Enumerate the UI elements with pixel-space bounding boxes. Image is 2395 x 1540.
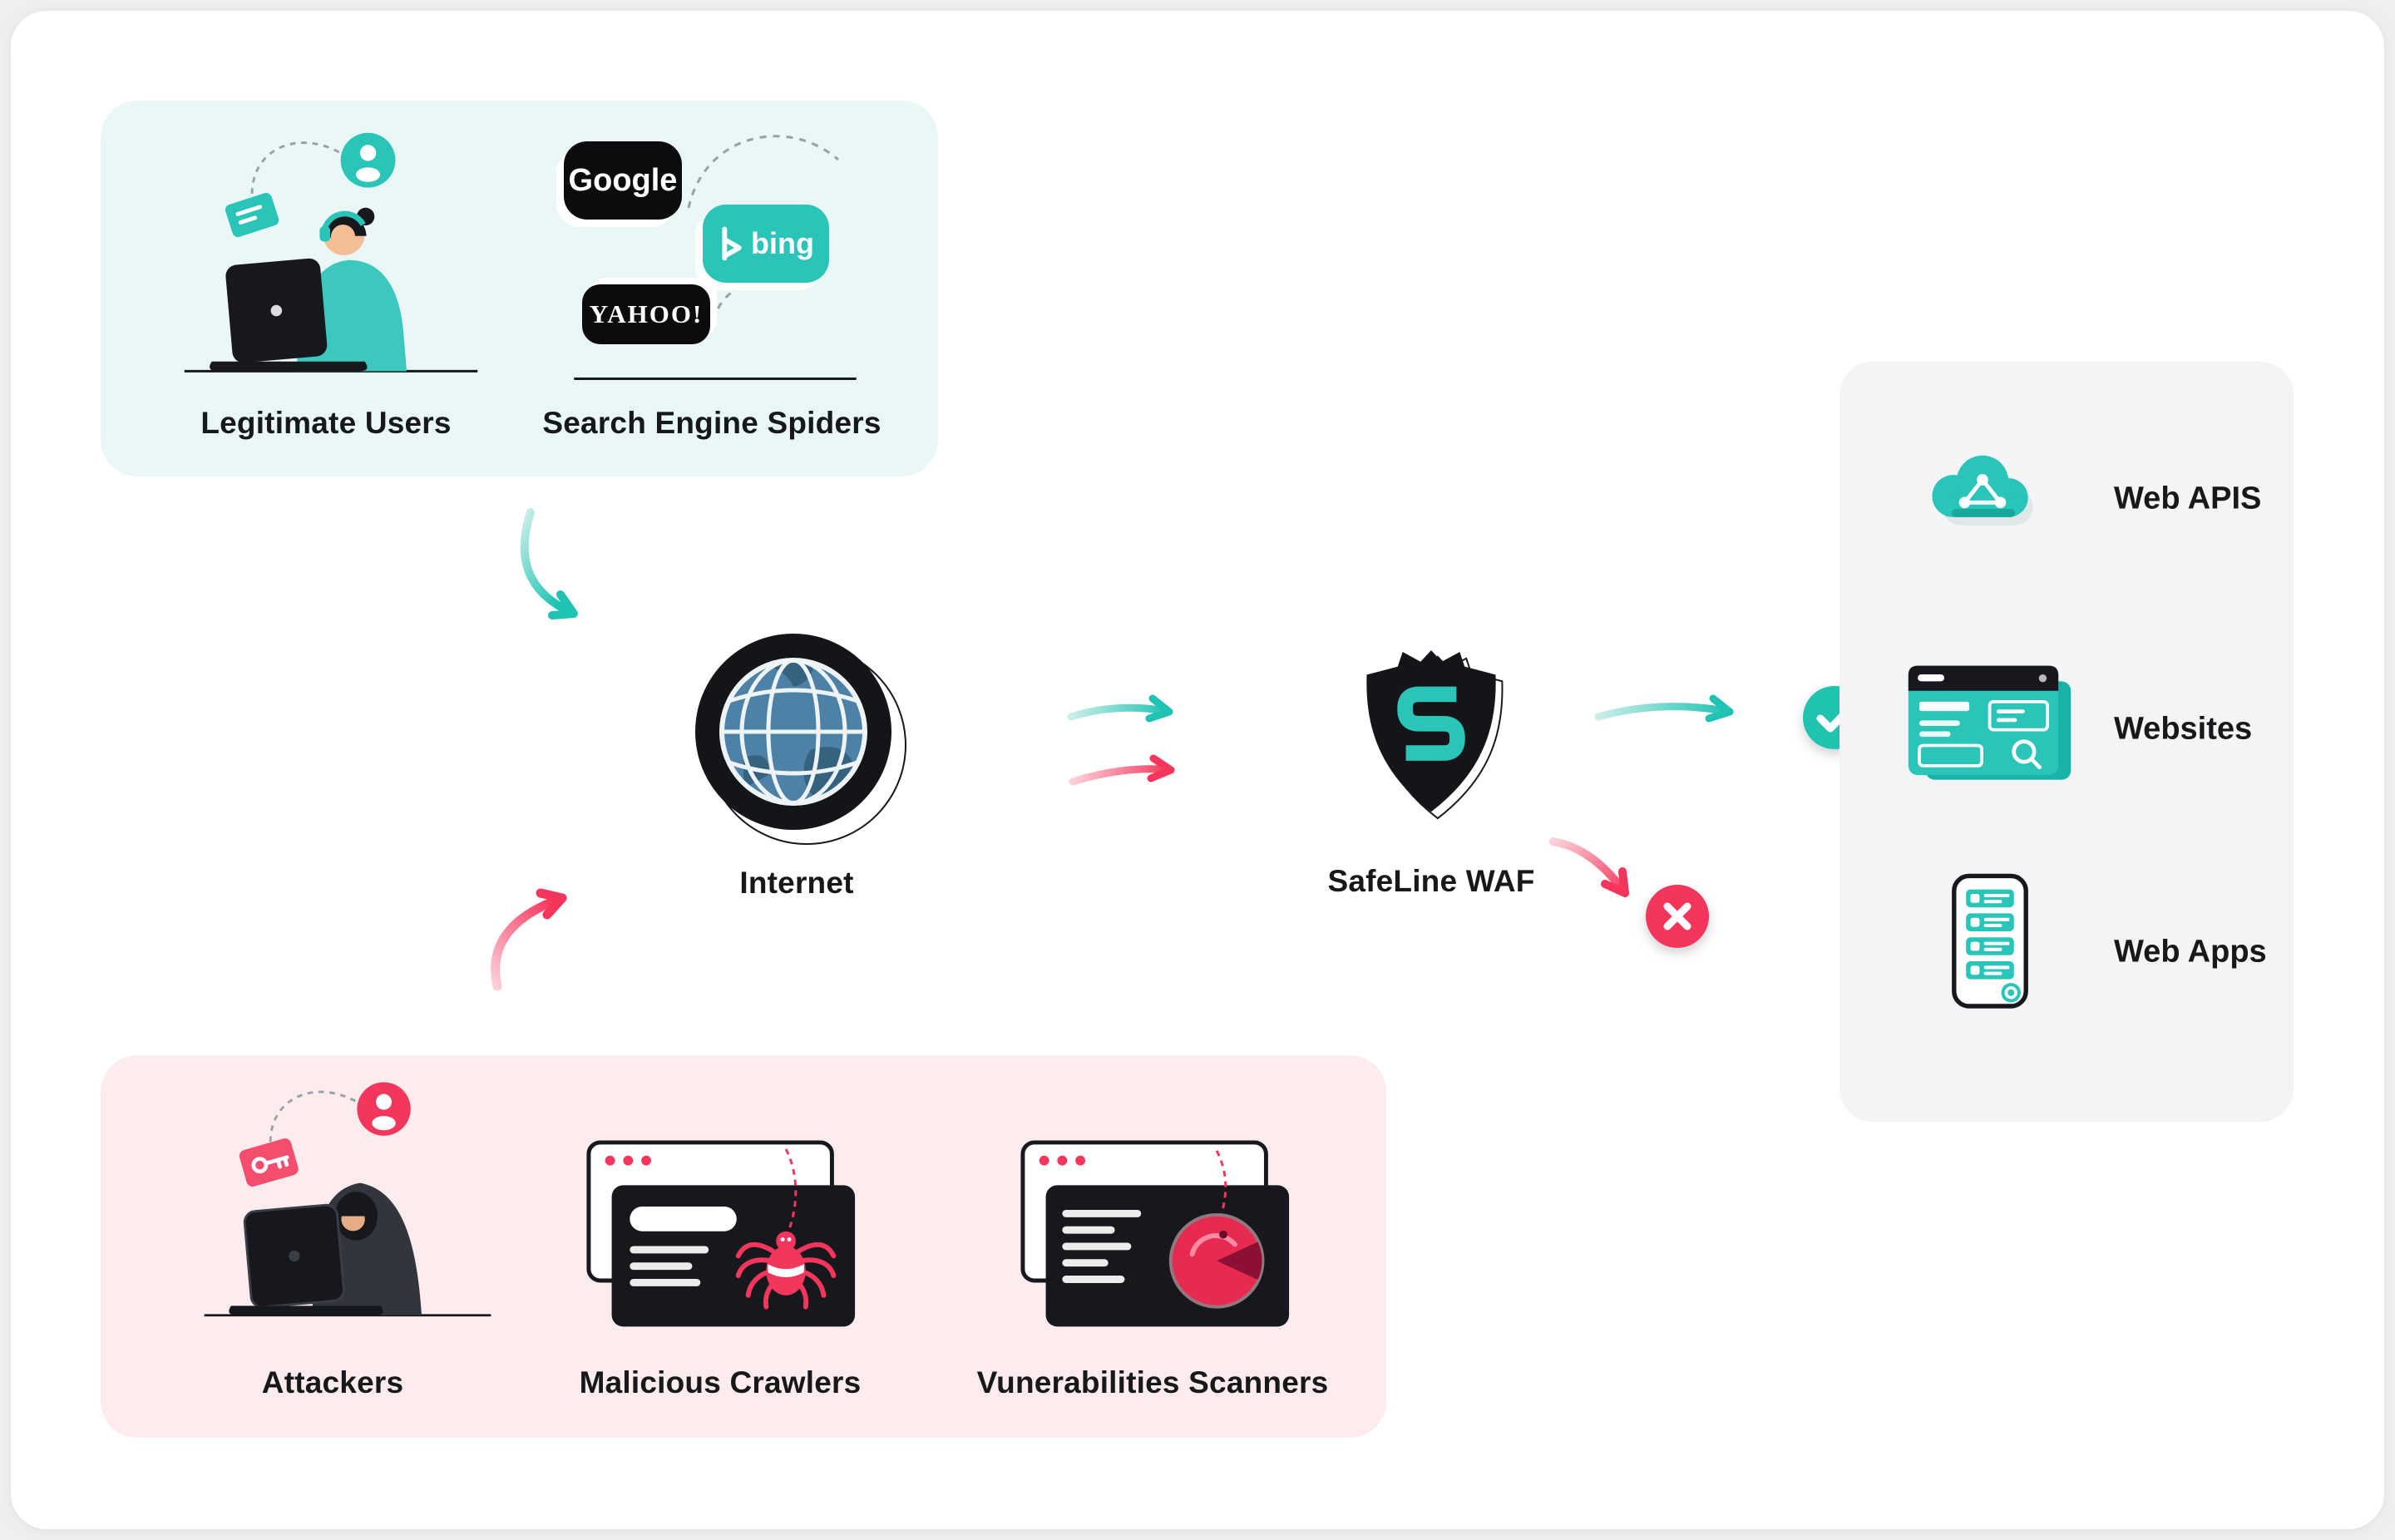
- shield-icon: [1366, 650, 1504, 820]
- hooded-attacker-illustration: [204, 1082, 491, 1317]
- bing-logo-text: bing: [751, 226, 814, 260]
- vulnerability-scanners-label: Vunerabilities Scanners: [976, 1365, 1329, 1399]
- globe-icon: [695, 634, 906, 845]
- attacker-avatar-icon: [357, 1082, 411, 1136]
- dashed-decoration: [687, 135, 839, 322]
- arrow-internet-to-waf-threat-icon: [1069, 754, 1175, 786]
- user-avatar-icon: [340, 132, 396, 188]
- safeline-s-emblem: [1397, 686, 1465, 761]
- mobile-app-icon: [1952, 873, 2028, 1009]
- browser-window-icon: [1908, 665, 2072, 780]
- ground-line: [574, 378, 857, 380]
- arrow-threats-to-internet-icon: [491, 888, 567, 991]
- websites-label: Websites: [2114, 711, 2253, 747]
- laptop-icon: [225, 258, 328, 363]
- radar-scanner-icon: [1168, 1212, 1265, 1309]
- user-at-laptop-illustration: [184, 132, 478, 373]
- scanner-browser-illustration: [1020, 1140, 1290, 1327]
- arrow-internet-to-waf-clean-icon: [1067, 694, 1173, 723]
- search-engine-spiders-label: Search Engine Spiders: [542, 406, 881, 440]
- bing-b-icon: [722, 226, 742, 261]
- laptop-icon: [243, 1203, 345, 1309]
- spider-browser-illustration: [586, 1140, 856, 1327]
- stolen-key-card-icon: [239, 1138, 299, 1187]
- google-logo: Google: [564, 141, 682, 220]
- legitimate-users-label: Legitimate Users: [200, 406, 452, 440]
- cloud-network-icon: [1932, 455, 2033, 526]
- google-logo-text: Google: [568, 162, 678, 198]
- internet-label: Internet: [739, 866, 854, 900]
- arrow-waf-blocked-icon: [1549, 837, 1629, 897]
- tablet-icon: [225, 192, 279, 238]
- spider-icon: [735, 1231, 837, 1310]
- arrow-trusted-to-internet-icon: [520, 508, 578, 619]
- arrow-waf-to-backends-icon: [1594, 694, 1734, 723]
- safeline-waf-label: SafeLine WAF: [1327, 864, 1535, 898]
- web-apis-label: Web APIS: [2114, 481, 2262, 516]
- yahoo-logo: YAHOO!: [582, 284, 710, 344]
- web-apps-label: Web Apps: [2114, 934, 2267, 970]
- yahoo-logo-text: YAHOO!: [589, 299, 704, 328]
- malicious-crawlers-label: Malicious Crawlers: [579, 1365, 862, 1399]
- bing-logo: bing: [703, 205, 829, 283]
- x-circle-icon: [1646, 885, 1709, 948]
- attackers-label: Attackers: [261, 1365, 404, 1399]
